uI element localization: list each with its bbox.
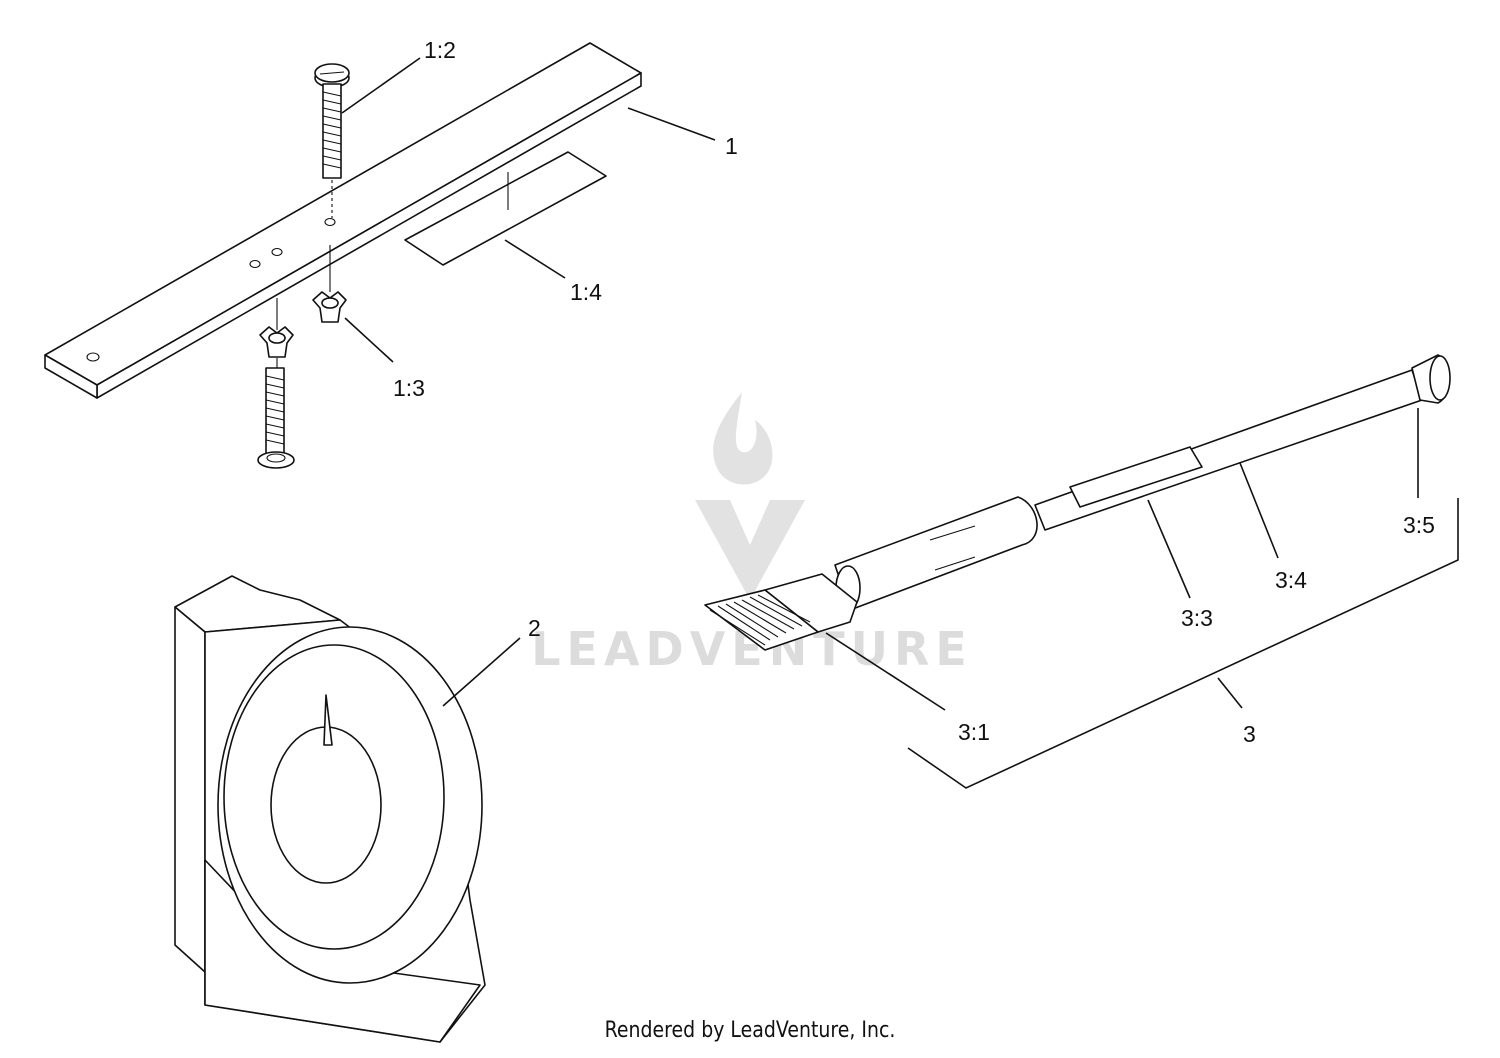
leader-lines	[341, 57, 1459, 789]
part-1-bottom-screw	[257, 358, 295, 469]
part-3-brush-assembly	[704, 354, 1451, 651]
part-2-tape-holder	[174, 575, 486, 1043]
footer-credit: Rendered by LeadVenture, Inc.	[604, 1018, 896, 1043]
watermark-v-icon	[695, 500, 805, 600]
part-1-2-screw	[314, 63, 350, 218]
part-1-3-wing-nuts	[259, 245, 347, 358]
callout-3-1: 3:1	[958, 719, 990, 745]
callout-3-3: 3:3	[1181, 605, 1213, 631]
callout-2: 2	[528, 615, 541, 641]
callout-1-2: 1:2	[424, 37, 456, 63]
callout-3: 3	[1243, 721, 1256, 747]
callout-1: 1	[725, 133, 738, 159]
part-1-4-decal	[404, 151, 607, 266]
callout-3-4: 3:4	[1275, 567, 1307, 593]
part-1-bar	[44, 42, 642, 399]
callout-1-3: 1:3	[393, 375, 425, 401]
callout-labels: 1:2 1 1:4 1:3 2 3:5 3:4 3:3 3:1 3	[393, 37, 1435, 747]
callout-3-5: 3:5	[1403, 512, 1435, 538]
watermark-flame-icon	[713, 392, 773, 485]
callout-1-4: 1:4	[570, 279, 602, 305]
